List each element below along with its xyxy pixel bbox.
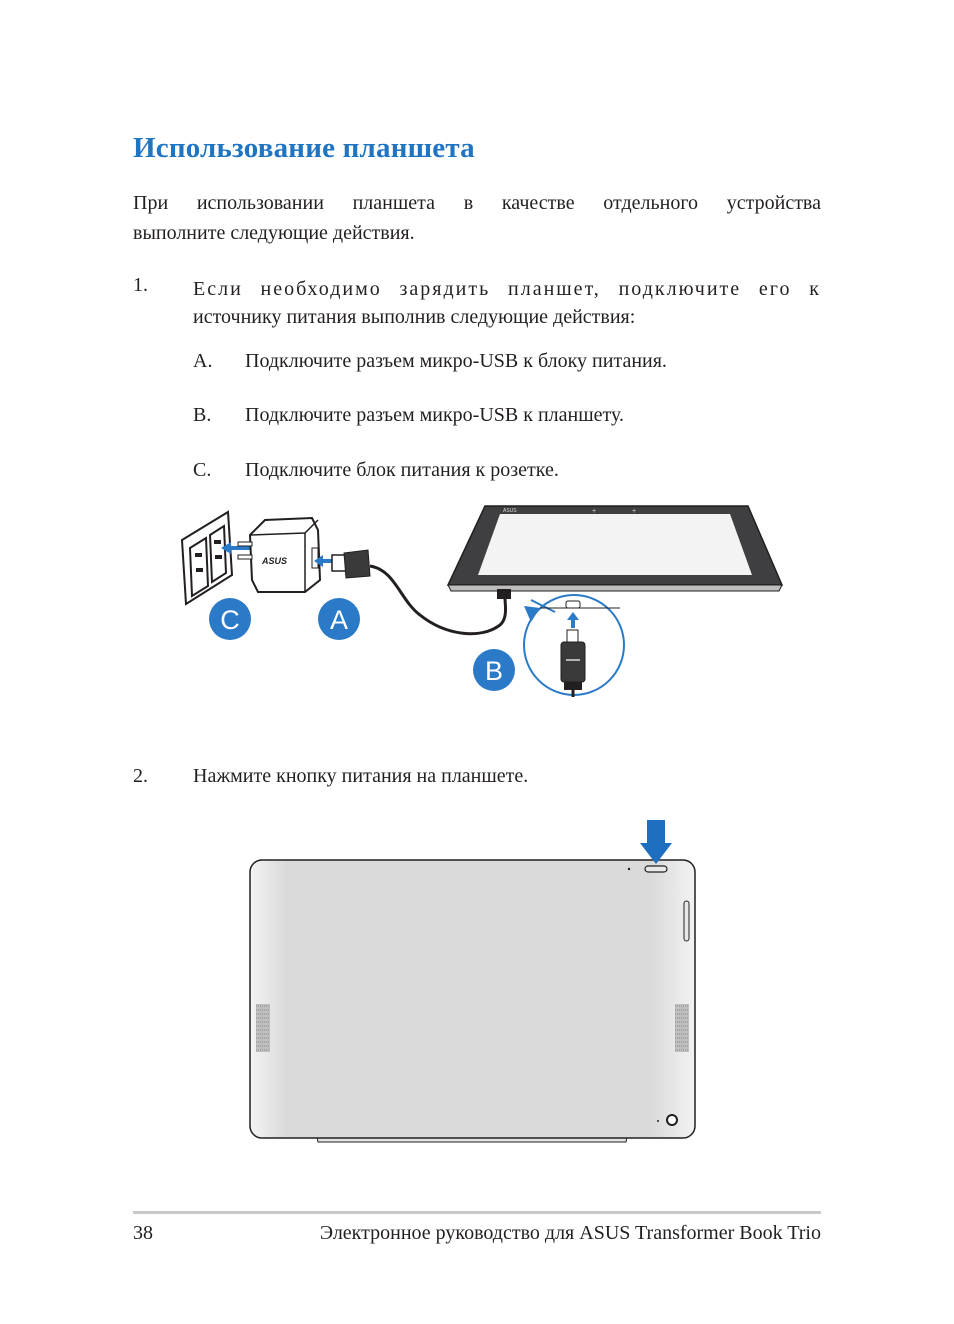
svg-text:+: + — [632, 508, 636, 515]
step-2-number: 2. — [133, 765, 148, 787]
svg-text:C: C — [220, 605, 240, 635]
substep-c-text: Подключите блок питания к розетке. — [245, 459, 559, 481]
svg-text:A: A — [330, 605, 348, 635]
substep-b-text: Подключите разъем микро-USB к планшету. — [245, 404, 624, 426]
tablet-front-icon: ASUS + + — [446, 505, 784, 599]
camera-icon — [666, 1114, 678, 1126]
wall-outlet-icon — [180, 510, 234, 606]
step-1-line-2: источнику питания выполнив следующие дей… — [193, 306, 636, 328]
substep-b-letter: B. — [193, 404, 212, 426]
svg-text:+: + — [592, 508, 596, 515]
speaker-grille-right-icon — [675, 1004, 689, 1052]
substep-a-text: Подключите разъем микро-USB к блоку пита… — [245, 350, 667, 372]
svg-text:ASUS: ASUS — [503, 508, 517, 514]
badge-b: B — [473, 649, 515, 691]
micro-usb-detail-icon — [523, 594, 625, 697]
intro-line-1: При использовании планшета в качестве от… — [133, 192, 821, 214]
usb-plug-icon — [331, 549, 371, 579]
intro-line-2: выполните следующие действия. — [133, 222, 415, 244]
substep-c-letter: C. — [193, 459, 212, 481]
badge-c: C — [209, 598, 251, 640]
speaker-grille-left-icon — [256, 1004, 270, 1052]
svg-text:B: B — [485, 656, 503, 686]
svg-text:ASUS: ASUS — [261, 556, 287, 566]
step-1-line-1: Если необходимо зарядить планшет, подклю… — [193, 278, 821, 300]
tablet-back-icon — [249, 859, 696, 1139]
volume-button-icon — [683, 900, 690, 942]
footer-title: Электронное руководство для ASUS Transfo… — [319, 1222, 821, 1244]
substep-a-letter: A. — [193, 350, 213, 372]
page-number: 38 — [133, 1222, 153, 1244]
page-title: Использование планшета — [133, 132, 475, 164]
power-adapter-icon: ASUS — [237, 516, 322, 593]
power-button-arrow-icon — [640, 820, 672, 864]
step-2-text: Нажмите кнопку питания на планшете. — [193, 765, 529, 787]
badge-a: A — [318, 598, 360, 640]
power-button-icon — [644, 865, 668, 873]
charging-illustration: ASUS ASUS + + C A — [180, 505, 784, 697]
tablet-back-illustration — [249, 820, 696, 1143]
step-1-number: 1. — [133, 274, 148, 296]
footer-divider — [133, 1211, 821, 1214]
